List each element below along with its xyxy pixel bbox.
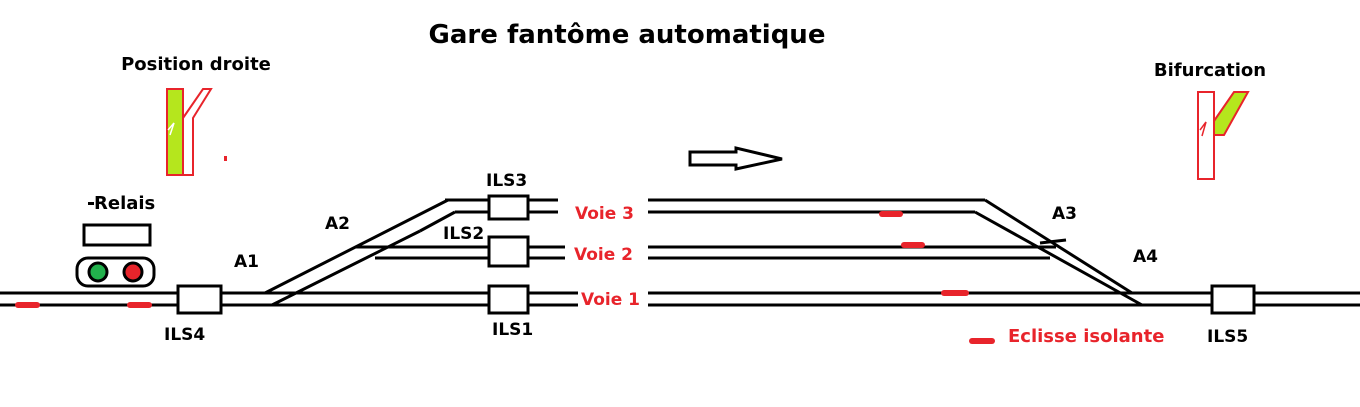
switch-a3-label: A3 [1052,204,1077,224]
relay-red-led [122,261,144,283]
insulating-joints [15,211,995,344]
diagram-title: Gare fantôme automatique [429,20,826,50]
track-voie-2 [355,245,1056,260]
switch-a2-label: A2 [325,214,350,234]
ils3-sensor [487,194,530,221]
right-signal-caption: Bifurcation [1154,60,1266,81]
ils4-sensor [176,284,223,315]
voie-1-label: Voie 1 [581,290,640,310]
ils4-label: ILS4 [164,325,205,345]
ils-sensors [176,194,1256,315]
switch-a3-a4-branches [974,198,1143,307]
voie-2-label: Voie 2 [574,245,633,265]
right-signal-straight-blade [1197,91,1215,180]
switch-a4-label: A4 [1133,247,1158,267]
left-signal-diverging-blade [182,88,213,176]
right-signal-icon [1197,91,1250,180]
left-signal-caption: Position droite [121,54,271,75]
switch-a1-label: A1 [234,252,259,272]
ils1-sensor [487,284,530,315]
ils3-label: ILS3 [486,171,527,191]
relay-label: Relais [94,193,155,214]
relay-green-led [87,261,109,283]
ils1-label: ILS1 [492,320,533,340]
direction-arrow-icon [688,146,783,171]
voie-3-label: Voie 3 [575,204,634,224]
left-signal-icon [166,88,227,176]
ils5-sensor [1210,284,1256,315]
relay-icon [75,223,156,288]
legend-eclisse-label: Eclisse isolante [1008,326,1164,347]
right-signal-diverging-blade [1213,91,1250,136]
switch-a1-a2-branches [264,198,456,307]
ils5-label: ILS5 [1207,327,1248,347]
ils2-label: ILS2 [443,224,484,244]
relay-coil-box [82,223,152,247]
ils2-sensor [487,235,530,268]
left-signal-straight-blade [166,88,184,176]
